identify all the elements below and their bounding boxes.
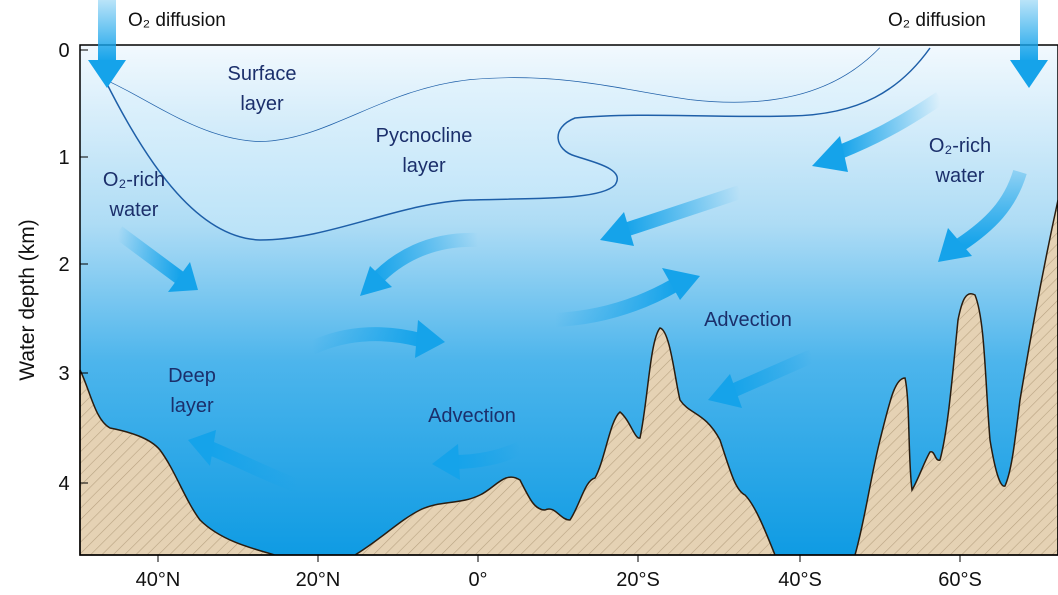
y-tick-2: 2	[58, 254, 69, 276]
label-o2-rich-right-line2: water	[935, 165, 985, 187]
y-axis-ticks: 0 1 2 3 4	[58, 40, 88, 495]
pycnocline-boundary	[104, 47, 931, 241]
x-tick-0: 0°	[468, 569, 487, 591]
x-axis-ticks: 40°N 20°N 0° 20°S 40°S 60°S	[136, 555, 982, 591]
y-axis-label: Water depth (km)	[16, 219, 39, 380]
x-tick-40s: 40°S	[778, 569, 822, 591]
y-tick-3: 3	[58, 363, 69, 385]
o2-diffusion-arrow-right	[1010, 0, 1048, 88]
flow-arrow-center-left	[600, 185, 743, 246]
label-o2-diffusion-right: O₂ diffusion	[888, 10, 986, 31]
x-tick-40n: 40°N	[136, 569, 181, 591]
label-deep-layer-line1: Deep	[168, 365, 216, 387]
flow-arrow-o2-rich-right	[938, 169, 1027, 262]
plot-frame	[79, 44, 1058, 556]
flow-arrow-deep-left	[188, 430, 301, 493]
x-tick-20n: 20°N	[296, 569, 341, 591]
label-pycnocline-line1: Pycnocline	[376, 125, 473, 147]
label-advection-center: Advection	[428, 405, 516, 427]
flow-arrow-pycnocline-down	[360, 232, 479, 296]
x-tick-60s: 60°S	[938, 569, 982, 591]
label-o2-diffusion-left: O₂ diffusion	[128, 10, 226, 31]
label-o2-rich-left-line2: water	[109, 199, 159, 221]
flow-arrow-advection-center-low	[432, 441, 524, 480]
flow-arrow-o2-rich-left	[113, 226, 198, 292]
y-tick-1: 1	[58, 147, 69, 169]
flow-arrow-mid-right	[309, 320, 445, 358]
flow-arrow-upper-right	[554, 268, 700, 327]
pycnocline-layer	[105, 48, 930, 240]
x-tick-20s: 20°S	[616, 569, 660, 591]
label-o2-rich-right-line1: O₂-rich	[929, 135, 991, 157]
label-surface-layer-line2: layer	[240, 93, 284, 115]
label-deep-layer-line2: layer	[170, 395, 214, 417]
seafloor	[79, 199, 1058, 556]
y-tick-4: 4	[58, 473, 69, 495]
label-pycnocline-line2: layer	[402, 155, 446, 177]
label-surface-layer-line1: Surface	[228, 63, 297, 85]
flow-arrow-advection-right-low	[708, 349, 815, 408]
label-o2-rich-left-line1: O₂-rich	[103, 169, 165, 191]
y-tick-0: 0	[58, 40, 69, 62]
label-advection-right: Advection	[704, 309, 792, 331]
o2-diffusion-arrow-left	[88, 0, 126, 88]
flow-arrow-top-right-left	[812, 92, 944, 172]
